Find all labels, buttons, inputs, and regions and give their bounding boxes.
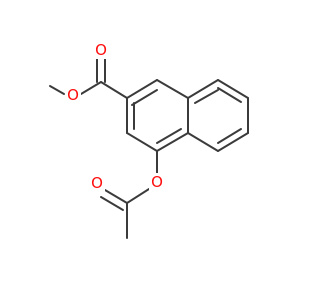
atom-label-layer: O O O O <box>65 41 165 192</box>
bond-ring2-b-inner <box>217 87 242 103</box>
bond-acetyl-double-a <box>104 189 128 204</box>
bond-acetoxy-o-carbonyl <box>126 188 150 204</box>
bond-ring2-d <box>217 132 249 152</box>
bond-ring2-e <box>187 132 219 152</box>
atom-o-acetyl: O <box>91 174 103 192</box>
bond-layer <box>49 56 249 239</box>
bond-ring2-a <box>187 79 219 99</box>
atom-o-carbonyl: O <box>95 41 107 59</box>
bond-ring1-b <box>156 79 189 99</box>
bond-acetyl-double-b <box>100 196 124 211</box>
bond-carbonyl-ring <box>100 81 128 99</box>
bond-ring2-d-inner <box>217 128 242 144</box>
atom-o-ester-bg <box>65 86 81 104</box>
bond-ester-o-carbonyl-c <box>80 81 102 95</box>
atom-o-acetoxy: O <box>151 173 163 191</box>
bond-ring2-b <box>217 79 249 99</box>
bond-methyl-ester-o <box>49 85 65 95</box>
atom-o-acetoxy-bg <box>149 173 165 191</box>
atom-o-carbonyl-bg <box>93 41 109 59</box>
bond-ring2-a-inner <box>194 89 219 104</box>
bond-ring1-a <box>126 79 158 99</box>
bond-ring1-a-inner <box>131 89 158 106</box>
bond-ring1-e <box>126 132 158 152</box>
atom-o-ester: O <box>67 86 79 104</box>
chemical-structure: O O O O <box>49 41 249 239</box>
bond-ring1-d-inner <box>156 128 182 144</box>
atom-o-acetyl-bg <box>89 174 105 192</box>
bond-ring1-d <box>156 132 189 152</box>
